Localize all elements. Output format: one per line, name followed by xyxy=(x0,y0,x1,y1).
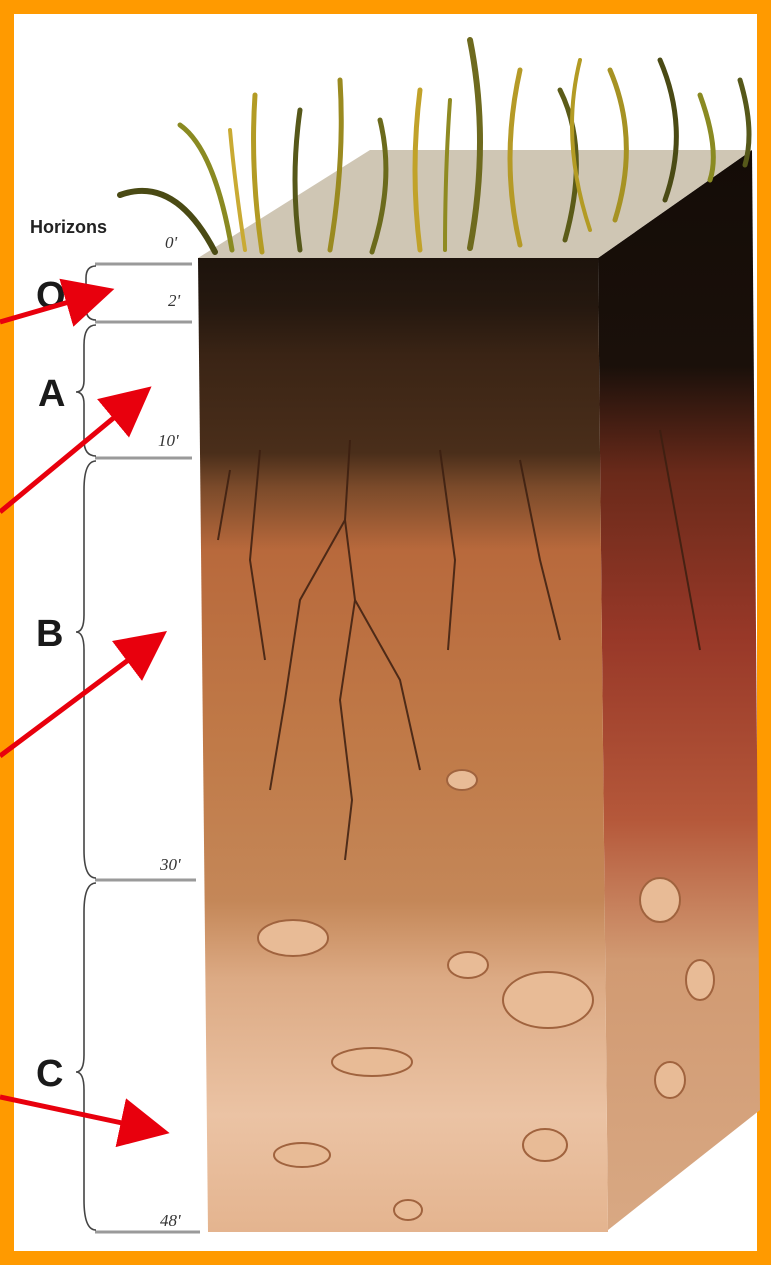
horizon-a-label: A xyxy=(38,373,65,415)
soil-block xyxy=(198,150,760,1232)
pointer-arrows xyxy=(0,293,155,1130)
depth-scale xyxy=(95,264,200,1232)
horizon-c-label: C xyxy=(36,1053,63,1095)
arrow-to-c-horizon xyxy=(0,1097,155,1130)
depth-label-30: 30' xyxy=(159,855,181,874)
brace-c xyxy=(76,883,96,1230)
depth-label-48: 48' xyxy=(160,1211,181,1230)
soil-front-face xyxy=(198,258,608,1232)
brace-b xyxy=(76,461,96,878)
arrow-to-a-horizon xyxy=(0,396,140,512)
horizon-braces xyxy=(76,266,96,1230)
depth-label-10: 10' xyxy=(158,431,179,450)
arrow-to-b-horizon xyxy=(0,640,155,756)
horizon-b-label: B xyxy=(36,613,63,655)
depth-label-0: 0' xyxy=(165,233,178,252)
depth-label-2: 2' xyxy=(168,291,181,310)
horizons-title: Horizons xyxy=(30,217,107,237)
